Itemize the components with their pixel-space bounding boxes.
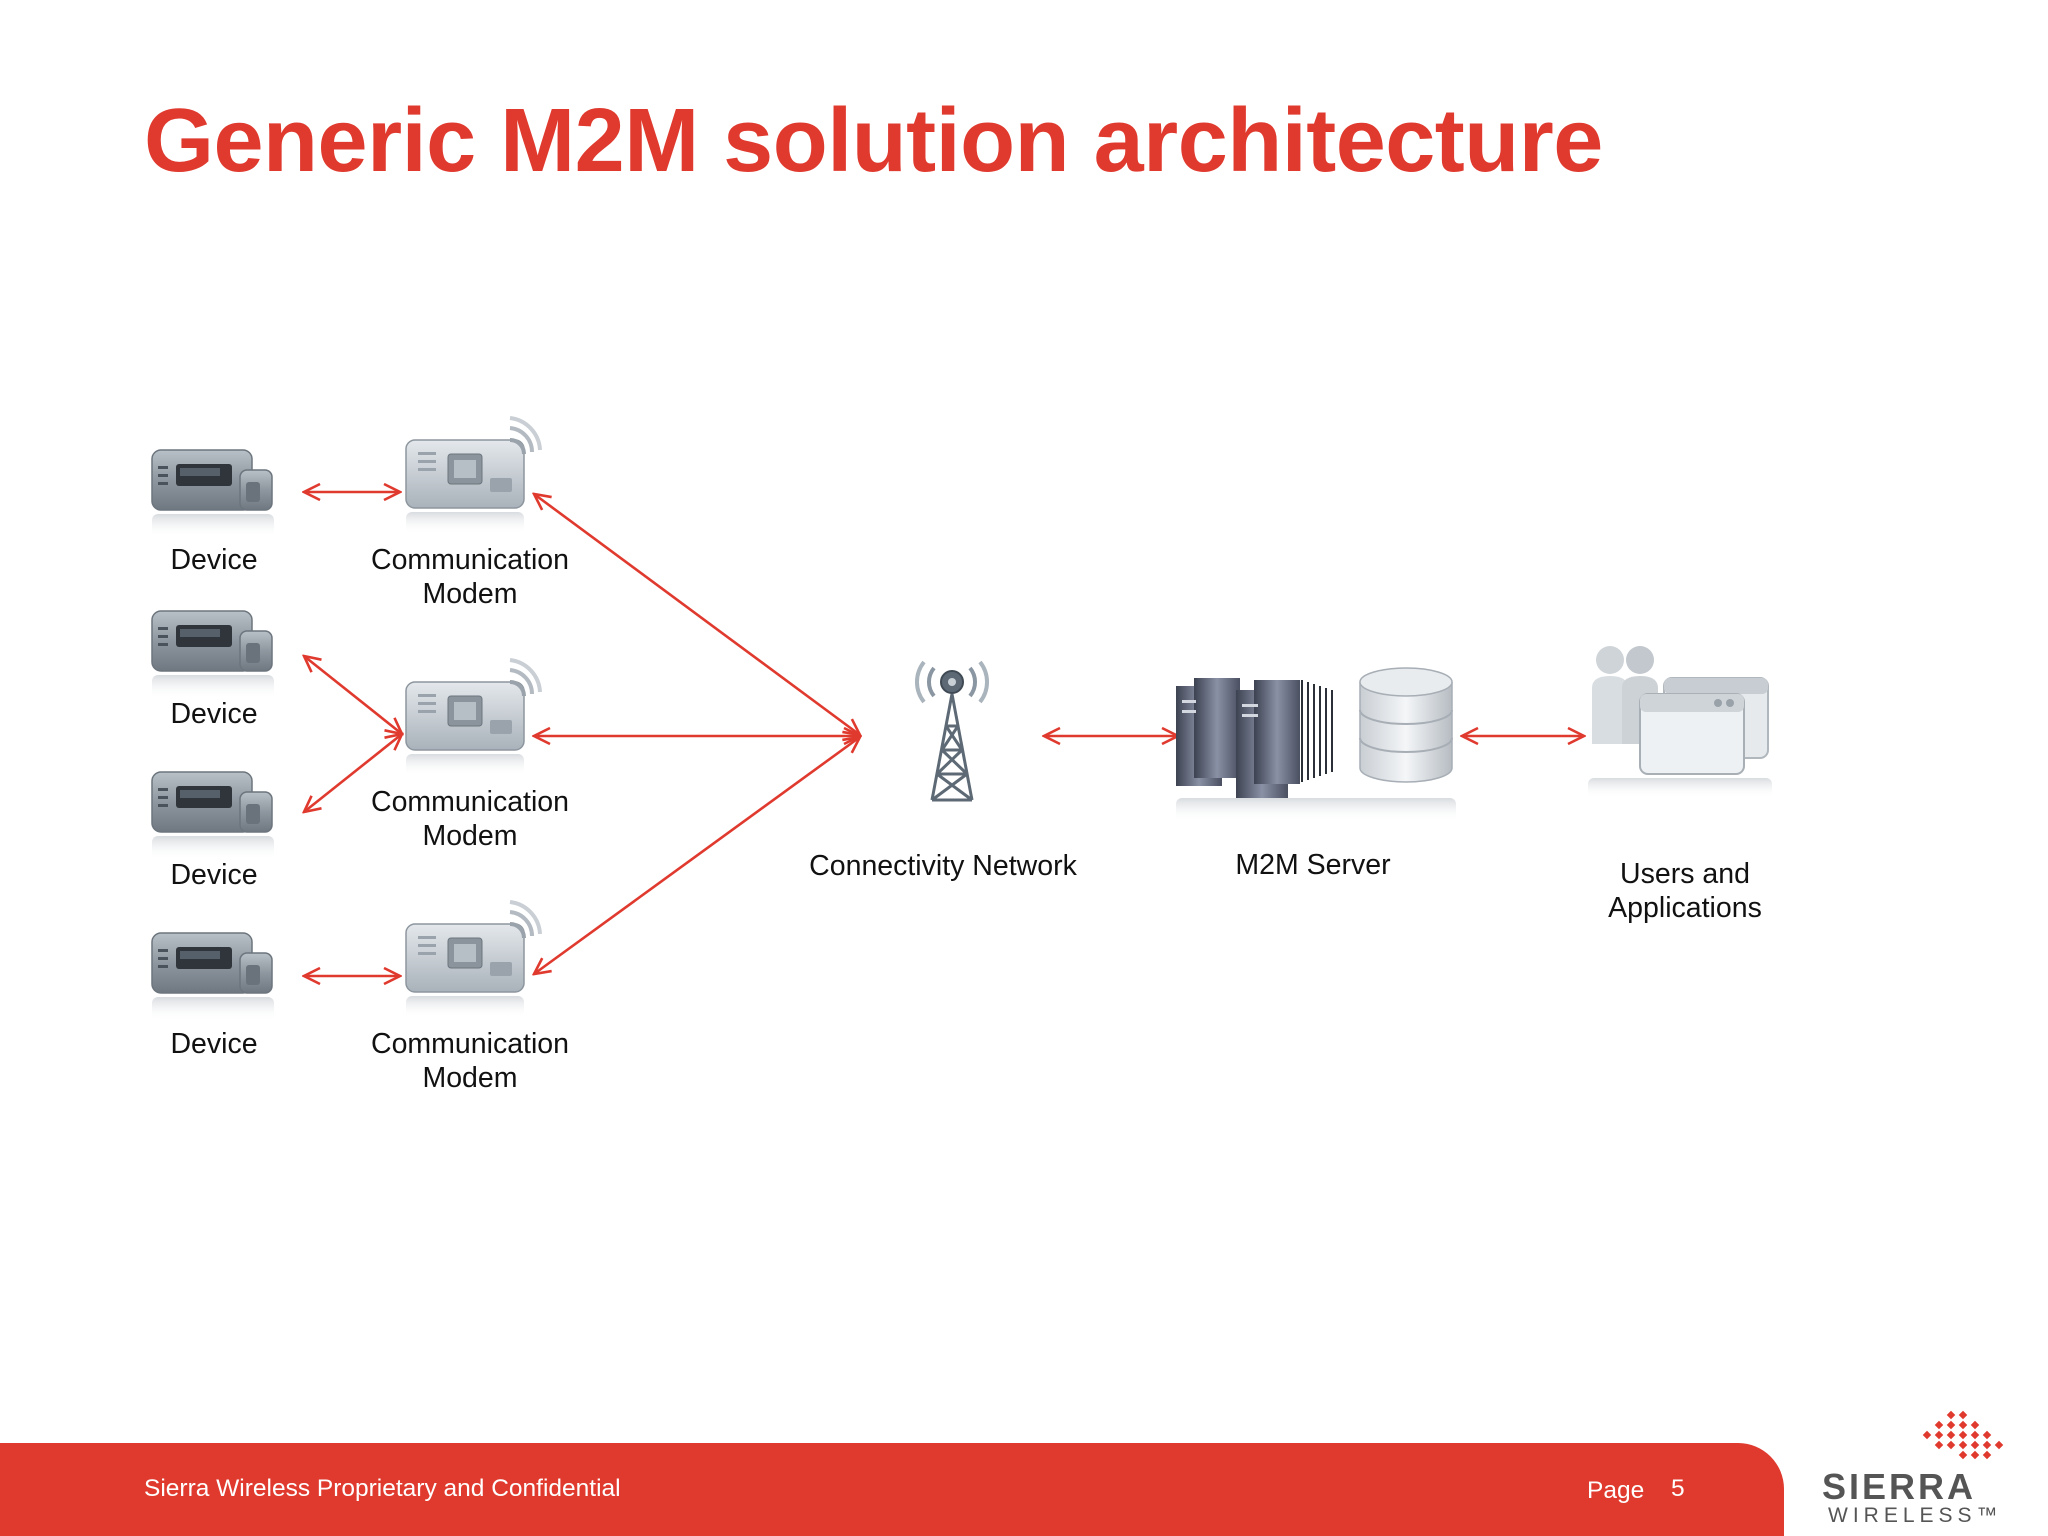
- arrow-device3-modem2: [304, 734, 402, 812]
- arrows: [304, 492, 1584, 976]
- arrow-modem1-network: [534, 494, 860, 735]
- connectivity-network-label: Connectivity Network: [809, 850, 1077, 882]
- device-icon: [151, 610, 274, 699]
- modem-icon: [405, 658, 542, 776]
- page-number: 5: [1671, 1475, 1685, 1502]
- arrow-modem3-network: [534, 737, 860, 974]
- m2m-server-label: M2M Server: [1235, 849, 1391, 881]
- cell-tower-icon: [914, 660, 990, 802]
- device-icon: [151, 449, 274, 538]
- device-label: Device: [170, 859, 258, 891]
- server-database-icon: [1176, 667, 1456, 822]
- brand-name: SIERRA: [1822, 1466, 1977, 1507]
- sierra-wireless-logo: SIERRA WIRELESS™: [1810, 1410, 2010, 1530]
- arrow-device2-modem2: [304, 656, 402, 734]
- logo-mark-icon: [1922, 1410, 2004, 1460]
- page-label: Page: [1587, 1477, 1645, 1504]
- device-label: Device: [170, 1028, 258, 1060]
- confidential-notice: Sierra Wireless Proprietary and Confiden…: [144, 1475, 621, 1502]
- brand-subname: WIRELESS™: [1828, 1504, 2003, 1527]
- device-label: Device: [170, 544, 258, 576]
- slide-title: Generic M2M solution architecture: [144, 91, 1603, 191]
- footer-bar: Sierra Wireless Proprietary and Confiden…: [0, 1443, 1784, 1536]
- device-icon: [151, 932, 274, 1021]
- users-applications-icon: [1588, 646, 1772, 798]
- modem-icon: [405, 900, 542, 1018]
- modem-icon: [405, 416, 542, 534]
- device-label: Device: [170, 698, 258, 730]
- device-icon: [151, 771, 274, 860]
